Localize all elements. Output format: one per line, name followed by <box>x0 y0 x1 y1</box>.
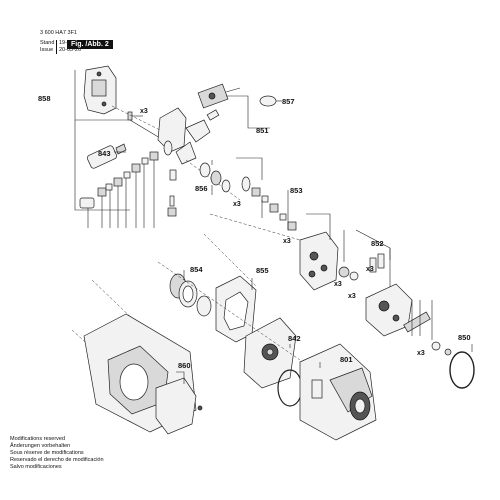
callout-842: 842 <box>288 334 301 343</box>
footer-line: Salvo modificaciones <box>10 464 62 470</box>
part-843-drawing <box>86 143 127 169</box>
small-parts-chain <box>79 140 177 217</box>
part-842-drawing <box>243 317 303 407</box>
callout-843: 843 <box>98 149 111 158</box>
callout-856: 856 <box>195 184 208 193</box>
multiplier-x3: x3 <box>140 108 148 115</box>
part-854-drawing <box>169 273 212 317</box>
part-851-drawing <box>157 83 241 165</box>
part-860-drawing <box>83 313 203 435</box>
multiplier-x3: x3 <box>417 350 425 357</box>
callout-801: 801 <box>340 355 353 364</box>
part-856-drawing <box>199 162 231 193</box>
figure-label: Fig. /Abb. 2 <box>67 40 113 49</box>
callout-853: 853 <box>290 186 303 195</box>
footer-notes: Modifications reserved Änderungen vorbeh… <box>10 436 104 471</box>
multiplier-x3: x3 <box>348 293 356 300</box>
multiplier-x3: x3 <box>283 238 291 245</box>
footer-line: Modifications reserved <box>10 436 66 442</box>
part-858-drawing <box>83 65 117 115</box>
callout-857: 857 <box>282 97 295 106</box>
footer-line: Änderungen vorbehalten <box>10 443 71 449</box>
part-853-drawing <box>241 176 297 231</box>
footer-line: Reservado el derecho de modificación <box>10 457 104 463</box>
callout-850: 850 <box>458 333 471 342</box>
issue-label: Issue <box>40 47 54 53</box>
callout-854: 854 <box>190 265 203 274</box>
part-857-drawing <box>259 95 277 107</box>
multiplier-x3: x3 <box>233 201 241 208</box>
doc-number: 3 600 HA7 3F1 <box>40 30 77 36</box>
callout-851: 851 <box>256 126 269 135</box>
part-853-block-drawing <box>299 231 359 291</box>
footer-line: Sous réserve de modifications <box>10 450 84 456</box>
stand-label: Stand <box>40 40 55 46</box>
callout-852: 852 <box>371 239 384 248</box>
part-855-drawing <box>215 275 257 343</box>
part-801-drawing <box>299 343 377 441</box>
issue-value: 20-05-26 <box>56 47 81 54</box>
callout-855: 855 <box>256 266 269 275</box>
multiplier-x3: x3 <box>334 281 342 288</box>
callout-858: 858 <box>38 94 51 103</box>
callout-860: 860 <box>178 361 191 370</box>
stand-value: 19-02 <box>56 40 73 47</box>
multiplier-x3: x3 <box>366 266 374 273</box>
part-852-drawing <box>365 253 452 356</box>
part-850-drawing <box>449 351 475 389</box>
